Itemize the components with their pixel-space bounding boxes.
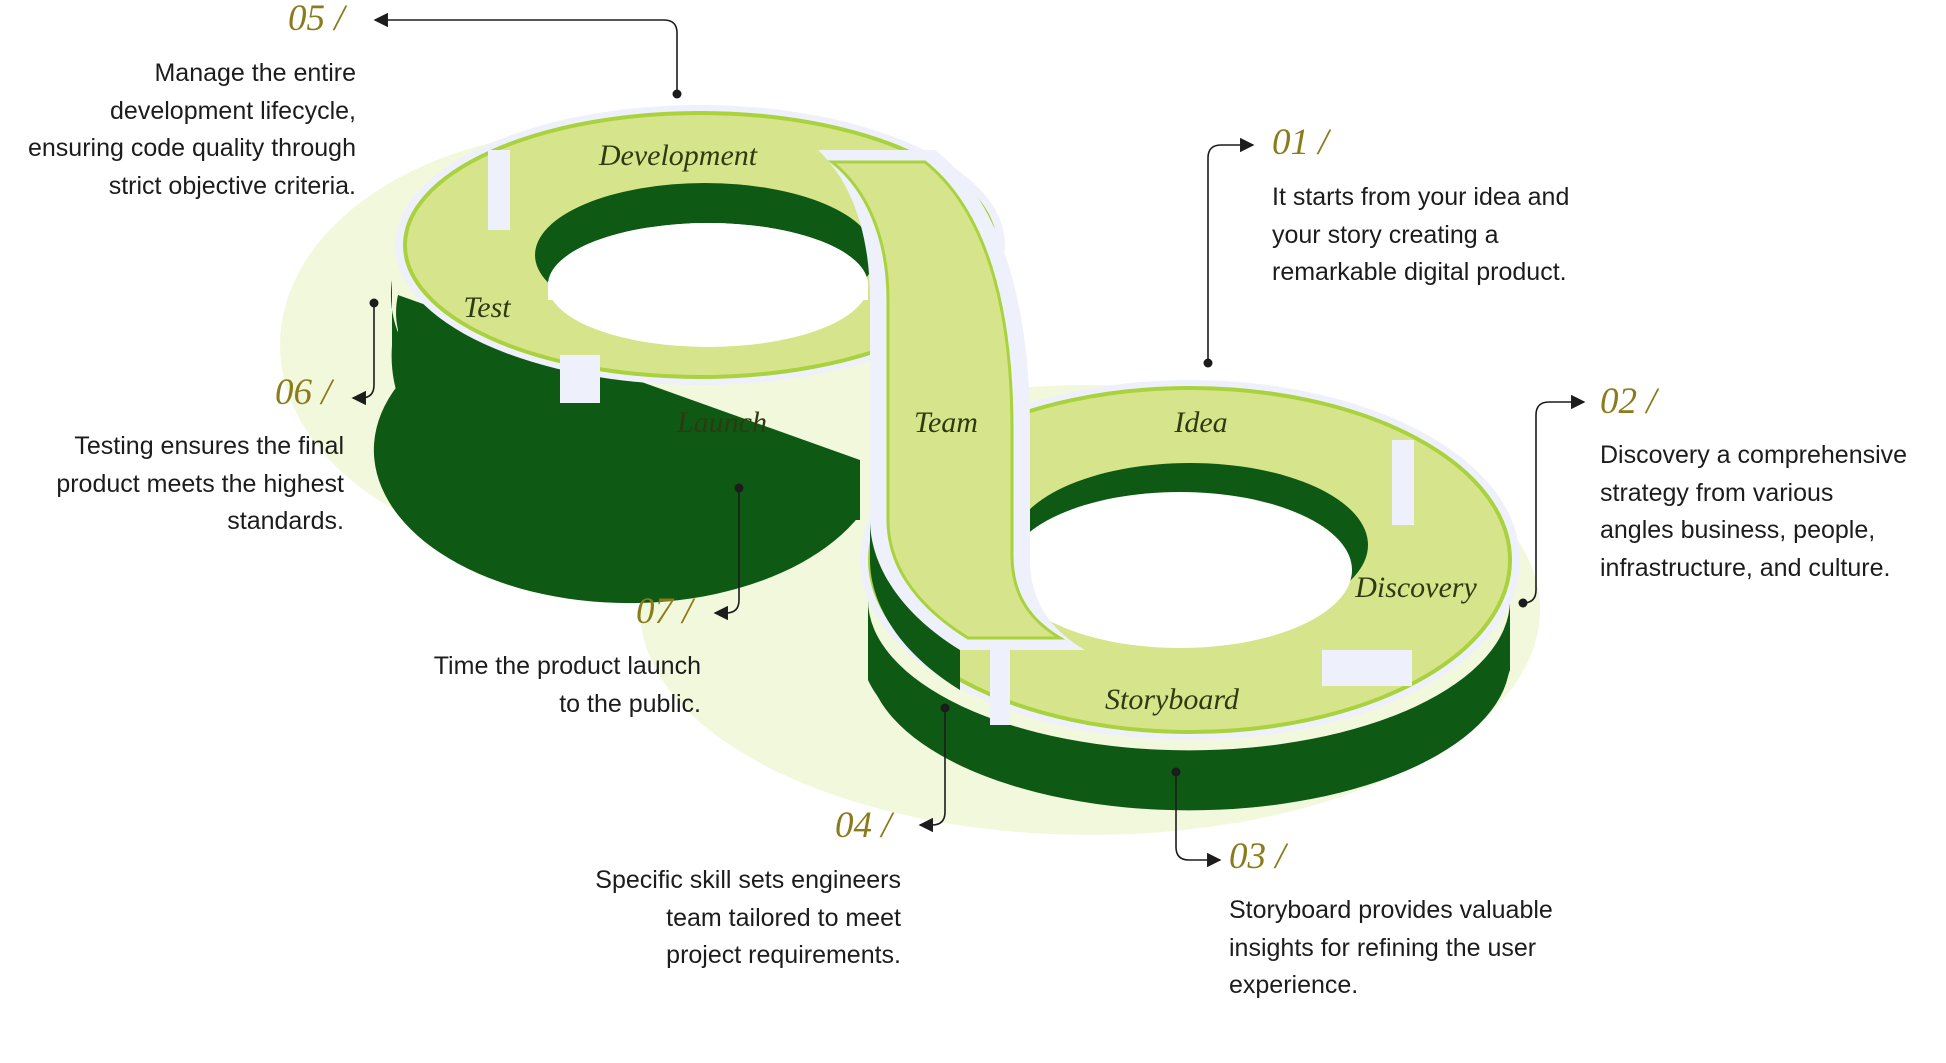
step-07-number: 07 / [636, 591, 693, 632]
step-01-description: It starts from your idea and your story … [1272, 179, 1569, 292]
segment-label-test: Test [463, 291, 511, 324]
step-05-number: 05 / [288, 0, 345, 39]
connector-02 [1522, 394, 1586, 604]
step-05-line: development lifecycle, [110, 96, 356, 125]
step-03-line: Storyboard provides valuable [1229, 896, 1553, 924]
left-loop-hole-fix [548, 223, 868, 300]
step-02-line: strategy from various [1600, 478, 1834, 507]
step-03-description: Storyboard provides valuable insights fo… [1229, 892, 1553, 1005]
step-02-line: angles business, people, [1600, 516, 1876, 544]
step-05-line: ensuring code quality through [27, 134, 356, 162]
connector-07 [713, 488, 740, 621]
step-01-line: your story creating a [1272, 220, 1499, 249]
connector-03 [1175, 772, 1222, 868]
step-01-number: 01 / [1272, 122, 1329, 163]
dot-06 [369, 298, 379, 308]
step-06-number: 06 / [275, 372, 332, 413]
step-03-number: 03 / [1229, 836, 1286, 877]
connector-04 [918, 708, 946, 833]
step-05-description: Manage the entire development lifecycle,… [28, 55, 356, 205]
connector-05 [373, 12, 678, 94]
connector-dots [369, 89, 1528, 777]
dot-03 [1171, 767, 1181, 777]
step-06-line: product meets the highest [56, 469, 344, 498]
segment-label-discovery: Discovery [1354, 571, 1477, 604]
step-07-line: Time the product launch [433, 652, 701, 680]
step-04-description: Specific skill sets engineers team tailo… [595, 862, 901, 975]
segment-label-storyboard: Storyboard [1105, 683, 1240, 716]
segment-label-launch: Launch [676, 406, 767, 439]
dot-04 [940, 703, 950, 713]
step-05-line: Manage the entire [154, 59, 356, 87]
dot-07 [734, 483, 744, 493]
step-07-line: to the public. [559, 689, 701, 718]
team-band [818, 150, 1085, 690]
divider-idea-discovery [1392, 440, 1414, 525]
right-loop-wall [868, 600, 1510, 811]
divider-storyboard-team [990, 630, 1010, 725]
step-04-line: project requirements. [666, 941, 901, 969]
left-loop-base [390, 280, 860, 520]
step-04-number: 04 / [835, 805, 892, 846]
step-06-line: standards. [227, 507, 344, 535]
step-02-number: 02 / [1600, 381, 1657, 422]
step-06-line: Testing ensures the final [74, 432, 344, 460]
dot-01 [1203, 358, 1213, 368]
segment-label-development: Development [598, 139, 758, 172]
connectors [351, 12, 1586, 868]
step-04-line: Specific skill sets engineers [595, 866, 901, 894]
divider-discovery-storyboard [1322, 650, 1412, 686]
step-02-line: Discovery a comprehensive [1600, 441, 1908, 469]
segment-label-idea: Idea [1173, 406, 1227, 439]
step-05-line: strict objective criteria. [108, 171, 356, 200]
team-band-top [827, 160, 1066, 640]
team-band-wall-left [870, 520, 960, 690]
connector-06 [351, 303, 375, 406]
right-loop-hole [1008, 492, 1352, 648]
step-01-line: remarkable digital product. [1272, 258, 1567, 286]
step-02-description: Discovery a comprehensive strategy from … [1600, 437, 1907, 587]
step-01-line: It starts from your idea and [1272, 183, 1570, 211]
divider-dev-test [488, 150, 510, 230]
step-03-line: insights for refining the user [1229, 933, 1537, 962]
step-02-line: infrastructure, and culture. [1600, 553, 1891, 582]
dot-02 [1518, 598, 1528, 608]
step-03-line: experience. [1229, 971, 1359, 999]
step-07-description: Time the product launch to the public. [434, 648, 701, 723]
connector-01 [1207, 137, 1255, 363]
step-04-line: team tailored to meet [666, 903, 901, 932]
step-06-description: Testing ensures the final product meets … [56, 428, 344, 541]
segment-label-team: Team [914, 406, 978, 439]
divider-test-launch [560, 355, 600, 403]
dot-05 [672, 89, 682, 99]
